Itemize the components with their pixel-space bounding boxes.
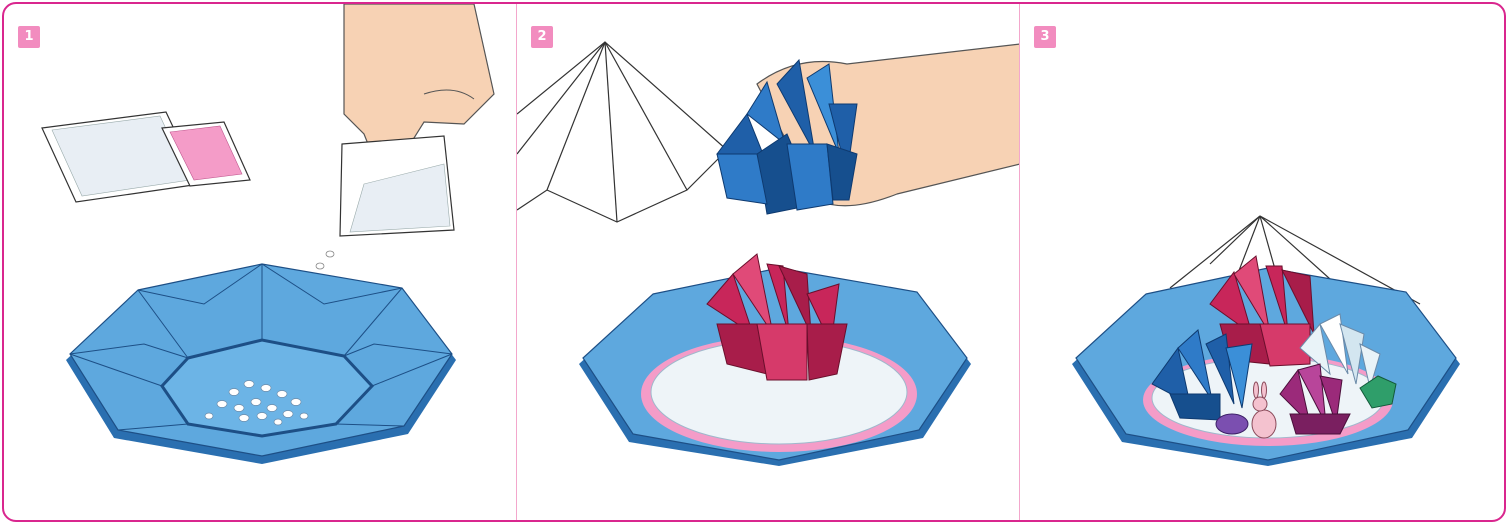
octagonal-tray-icon	[66, 264, 456, 464]
step-panel-2: 2	[516, 4, 1020, 520]
step-3-illustration	[1020, 4, 1506, 522]
step-panel-1: 1	[4, 4, 516, 520]
step-1-illustration	[4, 4, 516, 522]
pouring-bag-icon	[340, 136, 454, 236]
purple-stone-icon	[1216, 414, 1248, 434]
step-2-illustration	[517, 4, 1020, 522]
step-panel-3: 3	[1019, 4, 1506, 520]
wire-dome-icon	[517, 42, 727, 222]
